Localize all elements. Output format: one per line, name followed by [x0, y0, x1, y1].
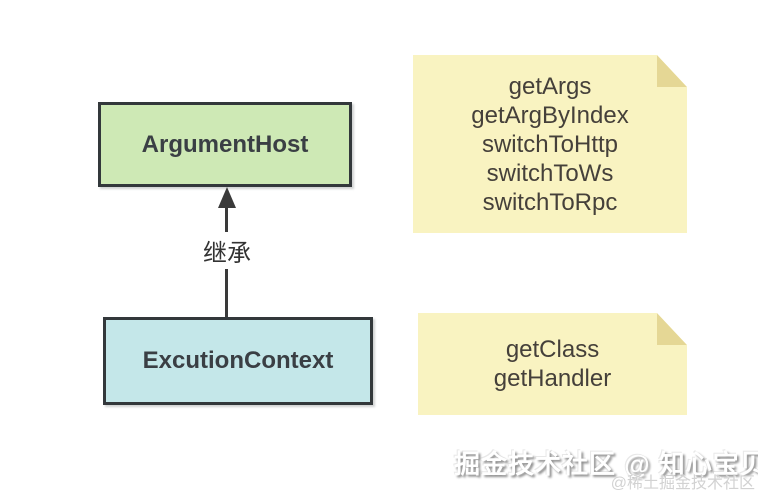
arrow-up-icon: [218, 187, 236, 208]
method-name: getClass: [505, 336, 600, 363]
method-name: getArgs: [508, 72, 592, 100]
class-box-argumenthost: ArgumentHost: [98, 102, 352, 187]
class-box-excutioncontext: ExcutionContext: [103, 317, 373, 405]
folded-corner-icon: [657, 313, 687, 345]
method-name: switchToWs: [486, 159, 614, 187]
folded-corner-icon: [657, 55, 687, 87]
inheritance-label: 继承: [198, 232, 256, 269]
method-name: getHandler: [493, 365, 612, 392]
method-name: getArgByIndex: [471, 101, 629, 129]
method-name: switchToHttp: [481, 130, 619, 158]
class-box-label: ExcutionContext: [142, 347, 334, 374]
class-box-label: ArgumentHost: [141, 130, 309, 158]
sticky-note-argumenthost-methods: getArgs getArgByIndex switchToHttp switc…: [413, 55, 687, 233]
watermark-primary: 掘金技术社区 @ 知心宝贝: [454, 449, 758, 479]
method-name: switchToRpc: [482, 188, 618, 216]
sticky-note-excutioncontext-methods: getClass getHandler: [418, 313, 687, 415]
watermark-secondary: @稀土掘金技术社区: [610, 475, 755, 492]
